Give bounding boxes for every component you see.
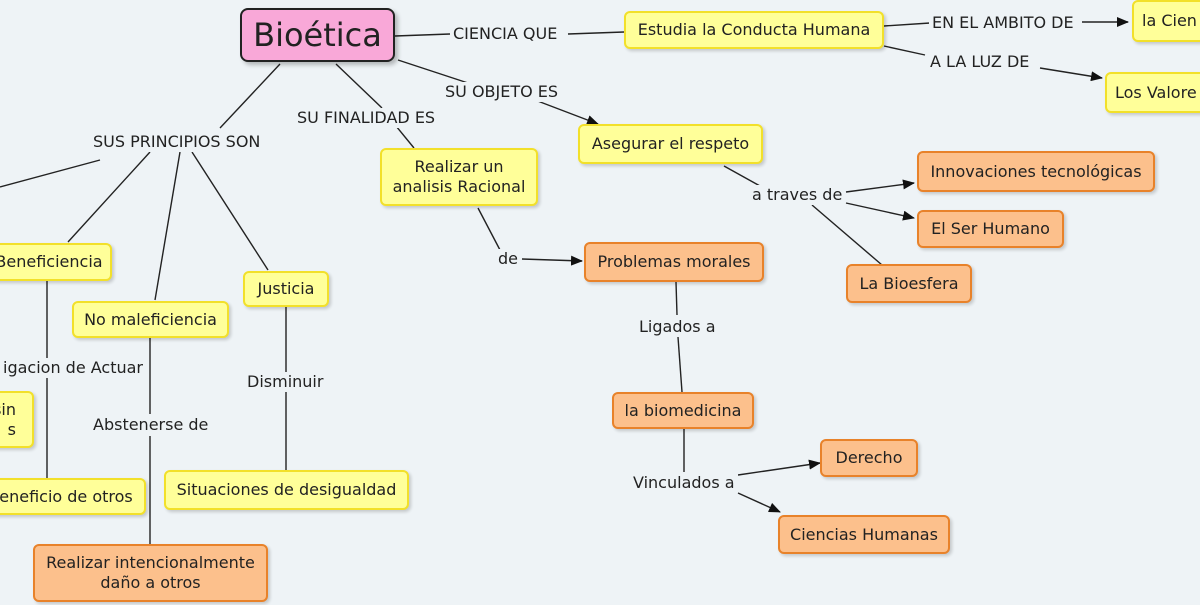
- label-de: de: [495, 249, 521, 269]
- label-disminuir: Disminuir: [244, 372, 327, 392]
- link-root-finalidad: [335, 63, 383, 109]
- link-realizar-de: [477, 207, 501, 251]
- node-beneficencia[interactable]: Beneficiencia: [0, 243, 112, 281]
- node-biomedicina[interactable]: la biomedicina: [612, 392, 754, 429]
- node-ciencias-humanas[interactable]: Ciencias Humanas: [778, 515, 950, 554]
- node-asegurar-respeto[interactable]: Asegurar el respeto: [578, 124, 763, 164]
- link-vinculados-cienciashum: [737, 492, 781, 513]
- link-atraves-serhumano: [845, 202, 915, 221]
- node-bioesfera[interactable]: La Bioesfera: [846, 264, 972, 303]
- link-principios-beneficencia: [67, 151, 151, 243]
- link-finalidad-realizar: [395, 125, 415, 149]
- link-principios-nomalef: [154, 151, 181, 301]
- node-situaciones-desigualdad[interactable]: Situaciones de desigualdad: [164, 470, 409, 510]
- link-root-objeto: [397, 59, 469, 84]
- link-vinculados-derecho: [737, 459, 821, 476]
- link-ligados-biomed: [677, 336, 683, 393]
- label-ligados-a: Ligados a: [636, 317, 719, 337]
- node-justicia[interactable]: Justicia: [243, 271, 329, 307]
- label-obligacion-actuar: igacion de Actuar: [0, 358, 147, 378]
- link-principios-offleft: [0, 159, 101, 188]
- label-sus-principios: SUS PRINCIPIOS SON: [90, 132, 264, 152]
- link-atraves-innov: [845, 179, 915, 193]
- node-ser-humano[interactable]: El Ser Humano: [917, 210, 1064, 248]
- node-problemas-morales[interactable]: Problemas morales: [584, 242, 764, 282]
- label-en-el-ambito: EN EL AMBITO DE: [929, 13, 1077, 33]
- link-root-ciencia: [394, 33, 451, 37]
- link-ciencia-conducta: [567, 31, 625, 35]
- link-principios-justicia: [191, 151, 269, 271]
- root-concept-bioetica[interactable]: Bioética: [240, 8, 395, 62]
- node-innovaciones[interactable]: Innovaciones tecnológicas: [917, 151, 1155, 192]
- link-asegurar-atraves: [723, 165, 761, 187]
- label-a-traves-de: a traves de: [749, 185, 846, 205]
- node-sin-cut-line1: sin: [0, 399, 16, 419]
- link-conducta-ambito: [883, 22, 931, 27]
- label-abstenerse-de: Abstenerse de: [90, 415, 212, 435]
- node-ciencias-cut[interactable]: la Cien: [1132, 0, 1200, 42]
- label-su-objeto: SU OBJETO ES: [442, 82, 562, 102]
- node-derecho[interactable]: Derecho: [820, 439, 918, 477]
- node-sin-cut[interactable]: sin s: [0, 391, 34, 448]
- node-no-maleficiencia[interactable]: No maleficiencia: [72, 301, 229, 338]
- link-de-problemas: [521, 255, 583, 266]
- link-luz-valores: [1039, 67, 1103, 82]
- link-objeto-asegurar: [534, 99, 599, 125]
- label-su-finalidad: SU FINALIDAD ES: [294, 108, 439, 128]
- node-beneficio-otros[interactable]: eneficio de otros: [0, 478, 146, 515]
- link-problemas-ligados: [675, 281, 678, 316]
- node-sin-cut-line2: s: [7, 419, 16, 439]
- label-vinculados-a: Vinculados a: [630, 473, 738, 493]
- link-root-principios: [219, 63, 281, 129]
- label-ciencia-que: CIENCIA QUE: [450, 24, 561, 44]
- label-a-la-luz: A LA LUZ DE: [927, 52, 1033, 72]
- node-valores-cut[interactable]: Los Valore: [1105, 72, 1200, 113]
- node-realizar-dano[interactable]: Realizar intencionalmente daño a otros: [33, 544, 268, 602]
- link-conducta-luz: [883, 45, 926, 56]
- link-atraves-bioesfera: [811, 204, 883, 266]
- node-conducta-humana[interactable]: Estudia la Conducta Humana: [624, 11, 884, 49]
- node-realizar-analisis[interactable]: Realizar un analisis Racional: [380, 148, 538, 206]
